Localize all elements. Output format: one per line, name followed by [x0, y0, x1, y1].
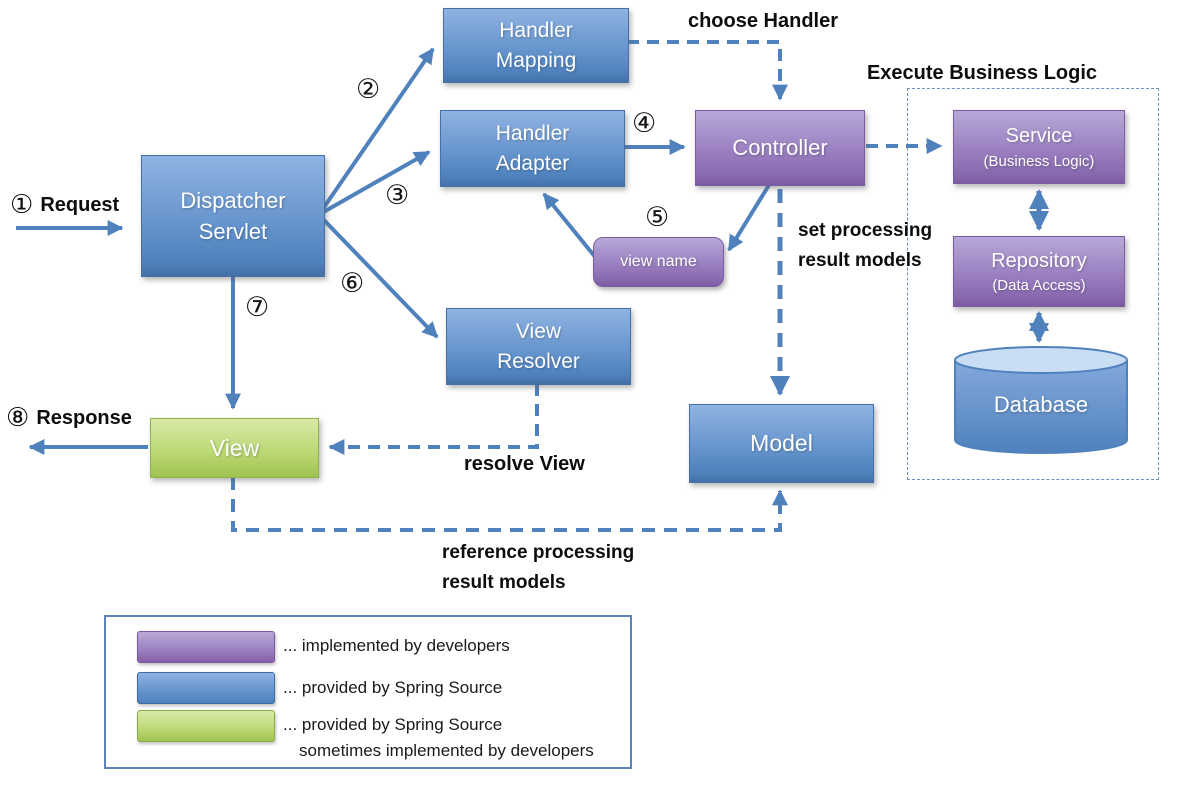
dispatcher-servlet-label-line2: Servlet: [198, 219, 268, 244]
handler-mapping-label-line1: Handler: [499, 18, 573, 42]
dispatcher-servlet-label-line1: Dispatcher: [180, 187, 286, 213]
step-4-badge: ④: [632, 108, 657, 139]
dashed-view-to-model-reference: [231, 477, 788, 532]
view-name-label: view name: [620, 252, 697, 270]
request-label: Request: [40, 193, 120, 216]
response-endcap: ⑧ Response: [6, 405, 132, 431]
repository-box: Repository (Data Access): [953, 236, 1125, 307]
view-resolver-label-line1: View: [515, 319, 562, 343]
request-endcap: ① Request: [10, 192, 119, 218]
service-title: Service: [1005, 125, 1073, 148]
legend-text-provided-by-spring: ... provided by Spring Source: [283, 678, 503, 697]
repository-subtitle: (Data Access): [992, 277, 1086, 295]
handler-adapter-label-line2: Adapter: [495, 151, 570, 175]
database-label: Database: [993, 392, 1089, 417]
view-box: View: [150, 418, 319, 478]
response-label: Response: [36, 406, 132, 429]
legend-text-view-green-line1: ... provided by Spring Source: [283, 715, 503, 734]
controller-box: Controller: [695, 110, 865, 186]
legend-swatch-provided-by-spring: [137, 672, 275, 704]
view-label: View: [209, 434, 260, 461]
dashed-choose-handler: [627, 40, 788, 101]
view-name-box: view name: [593, 237, 724, 287]
legend-text-view-green-line2: sometimes implemented by developers: [299, 741, 594, 760]
reference-processing-line2: result models: [442, 572, 566, 593]
dashed-resolve-view: [328, 384, 539, 455]
arrow-view-name-to-handler-adapter: [542, 192, 598, 260]
arrow-dispatcher-to-handler-adapter: [319, 150, 431, 216]
legend-swatch-view-green: [137, 710, 275, 742]
step-1-badge: ①: [10, 190, 34, 220]
handler-adapter-box: Handler Adapter: [440, 110, 625, 187]
step-2-badge: ②: [356, 74, 381, 105]
step-3-badge: ③: [385, 180, 410, 211]
view-resolver-box: View Resolver: [446, 308, 631, 385]
service-box: Service (Business Logic): [953, 110, 1125, 184]
legend-text-implemented-by-developers: ... implemented by developers: [283, 636, 510, 655]
model-label: Model: [750, 430, 813, 457]
legend-swatch-implemented-by-developers: [137, 631, 275, 663]
service-subtitle: (Business Logic): [983, 152, 1095, 170]
view-resolver-label-line2: Resolver: [497, 349, 580, 373]
handler-adapter-label-line1: Handler: [495, 121, 570, 145]
handler-mapping-box: Handler Mapping: [443, 8, 629, 83]
choose-handler-annotation: choose Handler: [687, 10, 839, 32]
arrow-controller-to-view-name: [727, 183, 771, 252]
set-processing-line2: result models: [798, 250, 922, 271]
set-processing-line1: set processing: [798, 220, 933, 241]
controller-label: Controller: [732, 135, 828, 161]
set-processing-annotation: set processing result models: [798, 216, 968, 276]
legend: ... implemented by developers ... provid…: [104, 615, 632, 769]
arrow-dispatcher-to-view-resolver: [318, 214, 439, 339]
step-6-badge: ⑥: [340, 268, 365, 299]
repository-title: Repository: [991, 249, 1087, 272]
execute-business-logic-annotation: Execute Business Logic: [866, 62, 1098, 84]
database-cylinder: [954, 346, 1128, 454]
step-5-badge: ⑤: [645, 202, 670, 233]
reference-processing-line1: reference processing: [442, 542, 635, 563]
resolve-view-annotation: resolve View: [464, 453, 585, 475]
step-8-badge: ⑧: [6, 403, 30, 433]
arrow-dispatcher-to-handler-mapping: [318, 47, 435, 215]
reference-processing-annotation: reference processing result models: [442, 538, 662, 598]
execute-business-logic-container: [907, 88, 1159, 480]
dispatcher-servlet-box: Dispatcher Servlet: [141, 155, 325, 277]
step-7-badge: ⑦: [245, 292, 270, 323]
model-box: Model: [689, 404, 874, 483]
handler-mapping-label-line2: Mapping: [495, 48, 577, 72]
